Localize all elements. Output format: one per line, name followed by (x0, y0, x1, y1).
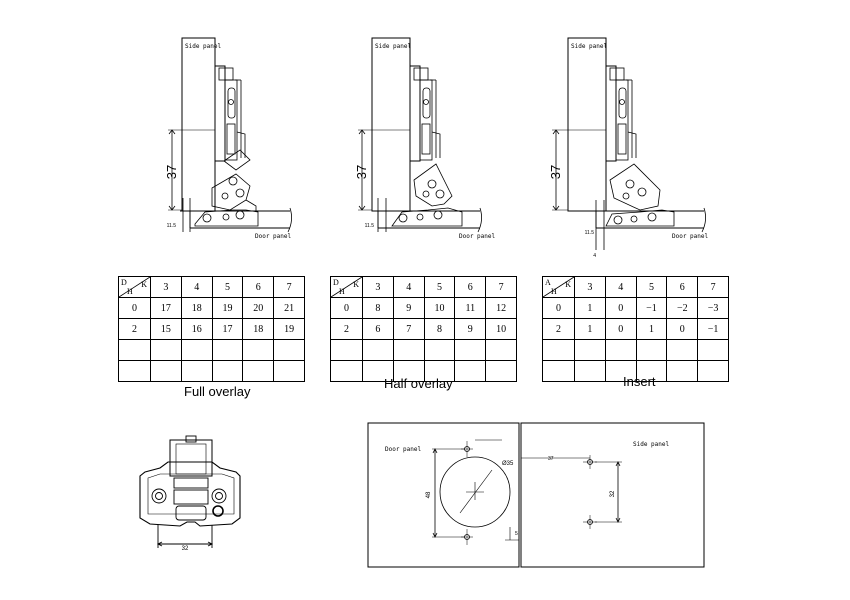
hinge-diagrams: Side panel Door panel 37 11.5 Side panel… (164, 37, 709, 259)
side-spacing-label: 32 (610, 490, 616, 497)
table-row: 0 1 0 −1 −2 −3 (542, 297, 729, 319)
table-row (542, 339, 729, 361)
table-cell: 21 (273, 297, 305, 319)
edge-distance-label: 5 (515, 531, 518, 537)
insert-caption: Insert (623, 374, 656, 389)
full-overlay-caption: Full overlay (184, 384, 251, 399)
insert-diagram (552, 37, 706, 250)
full-overlay-diagram (168, 37, 292, 233)
depth-dimension: 37 (164, 165, 179, 179)
table-row (118, 360, 305, 382)
side-panel-label: Side panel (375, 43, 412, 50)
table-row (118, 339, 305, 361)
table-header-row: A K H 3 4 5 6 7 (542, 276, 729, 298)
side-offset-label: 37 (548, 456, 554, 462)
table-row: 2 1 0 1 0 −1 (542, 318, 729, 340)
row-header (330, 360, 363, 382)
side-panel-drilling-box (520, 422, 705, 568)
hinge-width-dimension: 32 (182, 546, 189, 552)
door-panel-label: Door panel (672, 233, 709, 240)
door-panel-label: Door panel (255, 233, 292, 240)
table-corner-cell: D K H (330, 276, 363, 298)
hole-spacing-label: 48 (426, 491, 432, 498)
side-panel-label: Side panel (185, 43, 222, 50)
cup-diameter-label: Ø35 (502, 461, 514, 467)
hinge-arm (194, 149, 259, 227)
row-header: 0 (542, 297, 575, 319)
cup-hole (439, 456, 511, 528)
gap-dimension: 11.5 (167, 223, 177, 229)
column-header: 7 (697, 276, 729, 298)
insert-small-dimension: 4 (593, 253, 596, 259)
gap-dimension: 11.5 (585, 230, 595, 236)
row-header: 0 (118, 297, 151, 319)
half-overlay-diagram (358, 37, 482, 233)
table-row (330, 339, 517, 361)
table-cell (697, 360, 729, 382)
table-cell (273, 360, 305, 382)
door-panel-label: Door panel (459, 233, 496, 240)
drilling-door-panel-label: Door panel (385, 446, 422, 453)
depth-dimension: 37 (548, 165, 563, 179)
insert-table: A K H 3 4 5 6 7 0 1 0 −1 −2 −3 2 1 0 1 0… (542, 276, 729, 382)
drilling-side-panel-label: Side panel (633, 441, 670, 448)
gap-dimension: 11.5 (365, 223, 375, 229)
row-header (118, 360, 151, 382)
table-cell (485, 360, 517, 382)
table-corner-cell: A K H (542, 276, 575, 298)
depth-dimension: 37 (354, 165, 369, 179)
hinge-arm (605, 163, 675, 227)
door-panel-drilling-box (367, 422, 520, 568)
row-header (542, 360, 575, 382)
table-header-row: D K H 3 4 5 6 7 (118, 276, 305, 298)
full-overlay-table: D K H 3 4 5 6 7 0 17 18 19 20 21 2 15 16… (118, 276, 305, 382)
table-row (330, 360, 517, 382)
half-overlay-caption: Half overlay (384, 376, 453, 391)
side-panel-label: Side panel (571, 43, 608, 50)
table-row (542, 360, 729, 382)
half-overlay-table: D K H 3 4 5 6 7 0 8 9 10 11 12 2 6 7 8 9… (330, 276, 517, 382)
table-corner-cell: D K H (118, 276, 151, 298)
